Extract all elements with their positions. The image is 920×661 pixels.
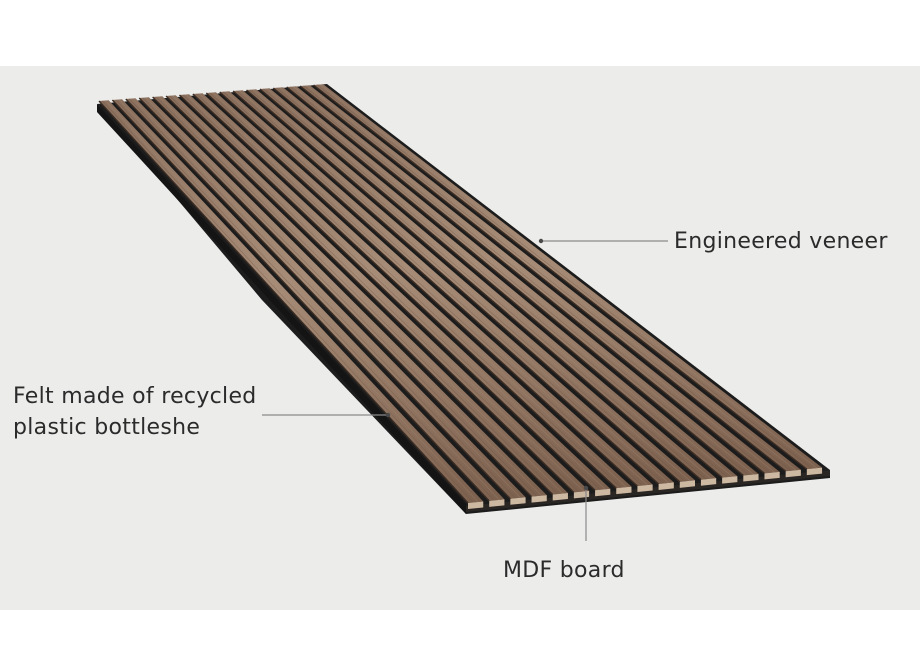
felt-label: Felt made of recycled plastic bottleshe: [13, 381, 257, 443]
wood-slat: [286, 86, 780, 474]
wood-grain-line: [172, 95, 585, 492]
wood-grain-line: [316, 84, 813, 469]
slat-end-face: [552, 493, 568, 501]
wood-grain-line: [195, 93, 622, 488]
wood-slat: [246, 89, 717, 480]
slat-end-face: [700, 478, 717, 486]
wood-grain-line: [158, 96, 564, 494]
slat-end-face: [637, 484, 653, 493]
wood-grain-line: [199, 93, 627, 488]
veneer-leader-dot: [538, 238, 544, 244]
wood-grain-line: [182, 94, 601, 491]
slat-end-face: [658, 482, 674, 490]
wood-slat: [273, 87, 759, 476]
slat-edge-shadow: [165, 95, 575, 493]
wood-slat: [259, 88, 738, 478]
wood-grain-line: [222, 91, 664, 484]
wood-grain-line: [306, 85, 797, 471]
slat-edge-shadow: [138, 97, 533, 498]
wood-slat: [300, 85, 801, 472]
slat-end-face: [679, 480, 696, 488]
slat-edge-shadow: [111, 99, 490, 502]
wood-slat: [125, 98, 526, 499]
slat-end-face: [468, 501, 484, 509]
wood-grain-line: [115, 99, 495, 501]
wood-grain-line: [292, 86, 775, 473]
felt-left-edge: [97, 104, 466, 514]
wood-slat: [139, 97, 547, 497]
wood-grain-line: [236, 90, 686, 482]
wood-slat: [192, 93, 632, 489]
slat-edge-shadow: [219, 91, 660, 485]
wood-grain-line: [289, 86, 770, 474]
felt-label-line-2: plastic bottleshe: [13, 415, 201, 440]
slat-edge-shadow: [246, 89, 702, 481]
felt-leader-dot: [385, 412, 391, 418]
wood-grain-line: [249, 89, 707, 480]
wood-grain-line: [319, 84, 818, 469]
slat-end-face: [743, 473, 759, 482]
wood-grain-line: [252, 89, 712, 479]
slat-edge-shadow: [192, 93, 617, 489]
wood-grain-line: [118, 99, 500, 501]
slat-edge-shadow: [98, 100, 469, 504]
wood-slat: [99, 100, 484, 503]
slat-edge-shadow: [178, 94, 596, 491]
wood-grain-line: [209, 92, 643, 486]
wood-grain-line: [262, 88, 728, 478]
slat-end-face: [764, 471, 780, 480]
wood-grain-line: [303, 85, 791, 472]
felt-label-line-1: Felt made of recycled: [13, 384, 257, 409]
wood-slat: [313, 84, 823, 470]
wood-grain-line: [239, 90, 691, 482]
wood-grain-line: [142, 97, 537, 497]
wood-grain-line: [266, 88, 733, 477]
slat-edge-shadow: [205, 92, 638, 487]
wood-slat: [219, 91, 674, 484]
wood-grain-line: [131, 98, 521, 499]
wood-slat: [233, 90, 696, 482]
slat-edge-shadow: [259, 88, 723, 479]
slat-end-face: [489, 499, 505, 507]
slat-end-face: [595, 488, 611, 497]
wood-slat: [206, 92, 653, 487]
slat-edge-shadow: [125, 98, 511, 500]
engineered-veneer-label: Engineered veneer: [674, 229, 888, 254]
slat-edge-shadow: [286, 86, 765, 474]
wood-grain-line: [145, 97, 542, 496]
slat-end-face: [806, 467, 823, 476]
slat-edge-shadow: [272, 87, 744, 477]
slat-end-face: [531, 495, 547, 503]
slat-edge-shadow: [232, 90, 681, 483]
wood-grain-line: [128, 98, 516, 499]
wood-slat: [112, 99, 505, 501]
mdf-leader-dot: [583, 485, 589, 491]
slat-edge-shadow: [313, 84, 808, 470]
wood-slat: [152, 96, 568, 495]
wood-grain-line: [212, 92, 648, 486]
slat-end-face: [722, 476, 738, 484]
wood-grain-line: [105, 100, 479, 503]
wood-grain-line: [225, 91, 670, 484]
slat-edge-shadow: [152, 96, 554, 496]
wood-slat: [166, 95, 590, 493]
wood-grain-line: [279, 87, 754, 475]
mdf-board-label: MDF board: [503, 558, 625, 583]
wood-slats: [98, 84, 823, 509]
slat-end-face: [785, 469, 801, 478]
slat-end-face: [510, 497, 526, 505]
wood-grain-line: [276, 87, 749, 476]
slat-end-face: [573, 490, 590, 499]
slat-end-face: [616, 486, 632, 495]
wood-grain-line: [101, 100, 474, 503]
wood-slat: [179, 94, 611, 491]
wood-grain-line: [168, 95, 580, 493]
slat-edge-shadow: [299, 85, 787, 472]
wood-grain-line: [185, 94, 606, 490]
wood-grain-line: [155, 96, 559, 495]
